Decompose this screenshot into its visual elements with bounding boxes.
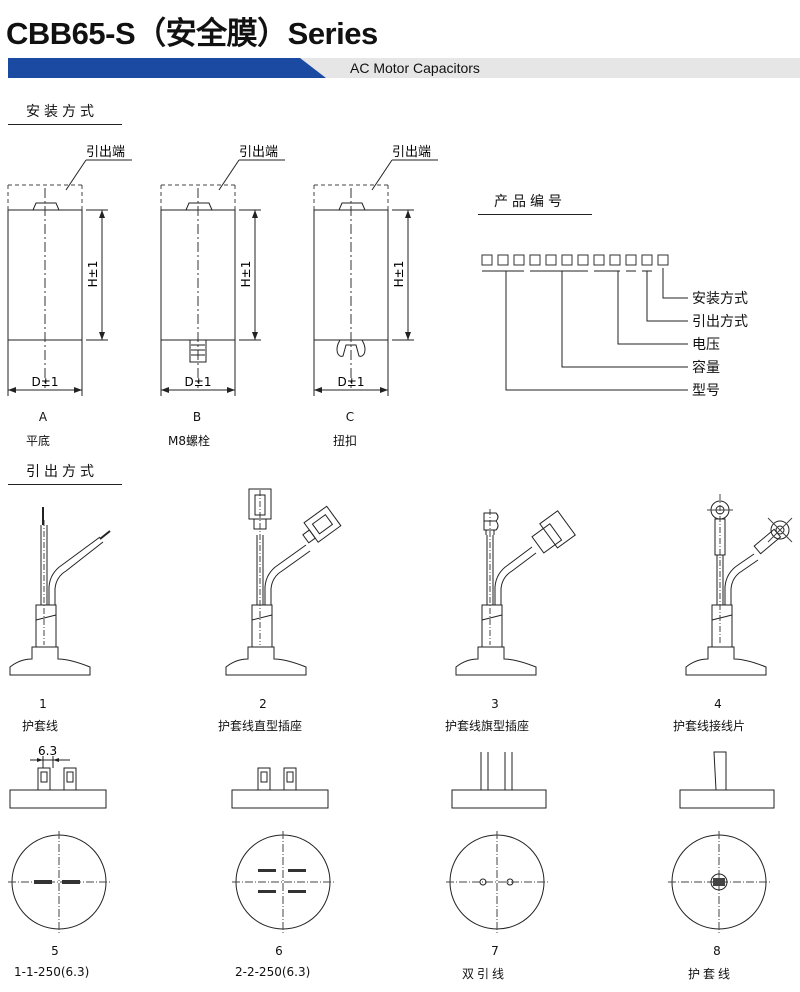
mounting-diagram-c: H±1 D±1 引出端 [313,145,438,396]
mounting-letter-c: C [345,410,355,424]
lead-out-diagram-2 [225,488,342,676]
page-title: CBB65-S（安全膜）Series [6,16,378,51]
lead-num-1: 1 [39,697,47,711]
side-view-8 [679,751,775,809]
code-field-capacitance: 容量 [692,359,720,376]
mounting-diagram-a: H±1 D±1 引出端 [7,145,132,396]
side-view-7 [451,752,547,809]
lead-num-2: 2 [259,697,267,711]
lead-num-8: 8 [713,944,721,958]
diameter-dim-label: D±1 [338,375,365,389]
height-dim-label: H±1 [86,261,100,288]
dimension-label: 6.3 [38,744,57,758]
top-view-6 [232,831,334,934]
lead-out-diagram-4 [685,494,793,676]
lead-num-6: 6 [275,944,283,958]
lead-name-7: 双引线 [462,967,508,981]
section-underline [478,214,592,215]
lead-name-5: 1-1-250(6.3) [14,965,90,979]
page-subtitle: AC Motor Capacitors [350,60,480,76]
top-view-5 [8,831,110,934]
lead-name-4: 护套线接线片 [673,719,746,733]
lead-num-4: 4 [714,697,722,711]
section-title-product-code: 产品编号 [494,194,566,210]
top-view-7 [446,831,548,934]
mounting-name-c: 扭扣 [333,434,358,448]
mounting-name-a: 平底 [26,434,51,448]
lead-name-8: 护套线 [688,967,734,981]
code-field-mounting: 安装方式 [692,291,748,307]
side-view-6 [231,767,329,809]
lead-out-diagram-1 [9,507,111,676]
lead-num-7: 7 [491,944,499,958]
code-field-voltage: 电压 [692,337,720,353]
lead-out-diagram-3 [455,509,576,676]
height-dim-label: H±1 [239,261,253,288]
side-view-5: 6.3 [9,744,107,809]
mounting-diagram-b: H±1 D±1 引出端 [160,145,285,396]
code-field-lead: 引出方式 [692,314,748,330]
section-underline [8,484,122,485]
height-dim-label: H±1 [392,261,406,288]
mounting-letter-a: A [38,410,48,424]
diameter-dim-label: D±1 [185,375,212,389]
product-code-diagram: 安装方式 引出方式 电压 容量 型号 [481,254,748,399]
lead-name-3: 护套线旗型插座 [445,719,530,733]
mounting-letter-b: B [192,410,202,424]
code-field-model: 型号 [692,383,720,399]
section-title-lead-out: 引出方式 [26,464,98,480]
lead-name-6: 2-2-250(6.3) [235,965,311,979]
section-underline [8,124,122,125]
lead-num-3: 3 [491,697,499,711]
top-view-8 [668,831,770,934]
lead-label: 引出端 [239,145,278,160]
lead-name-2: 护套线直型插座 [218,719,303,733]
header-banner [8,58,800,78]
section-title-mounting: 安装方式 [26,104,98,120]
lead-name-1: 护套线 [22,719,59,733]
lead-label: 引出端 [392,145,431,160]
diameter-dim-label: D±1 [32,375,59,389]
mounting-name-b: M8螺栓 [168,434,210,448]
lead-label: 引出端 [86,145,125,160]
lead-num-5: 5 [51,944,59,958]
